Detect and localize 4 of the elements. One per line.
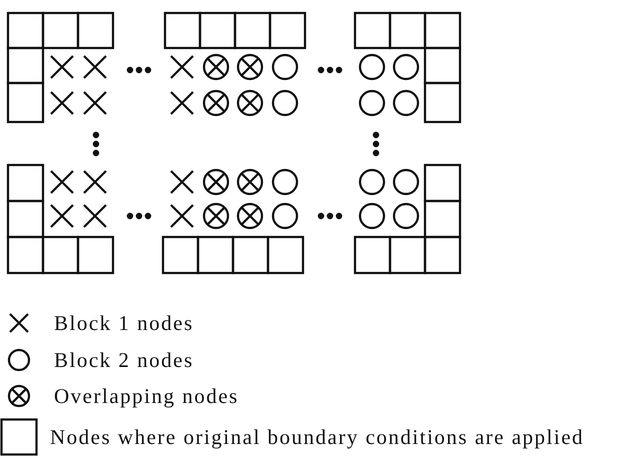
legend-text: Block 1 nodes <box>54 310 194 336</box>
legend-text: Block 2 nodes <box>54 348 194 372</box>
legend-text: Overlapping nodes <box>54 384 239 408</box>
legend-text: Nodes where original boundary conditions are applied <box>50 424 584 450</box>
